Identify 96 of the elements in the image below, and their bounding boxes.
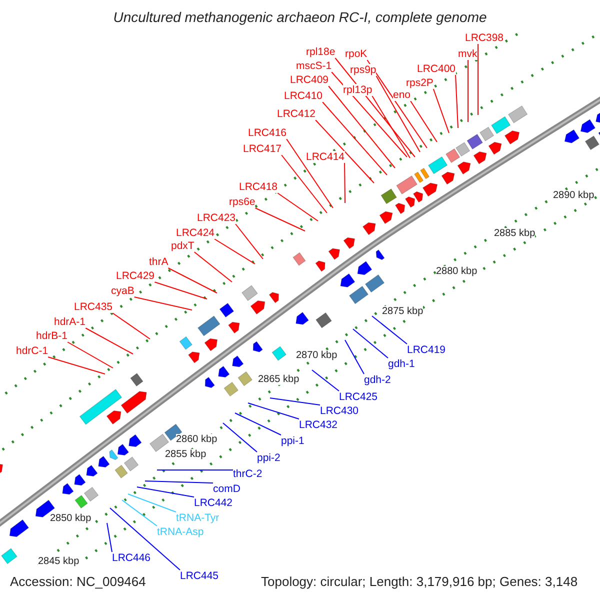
gene-label: rpoK [345, 48, 368, 60]
leader-line [352, 328, 388, 358]
gene-label: LRC398 [465, 32, 504, 44]
leader-line [334, 58, 416, 158]
gene-label: cyaB [111, 285, 134, 297]
gene-label: LRC445 [180, 570, 219, 582]
gene-label: LRC400 [417, 63, 456, 75]
leader-line [168, 268, 218, 294]
leader-line [281, 154, 328, 214]
leader-line [144, 480, 214, 484]
gene-label: hdrC-1 [16, 345, 48, 357]
leader-line [286, 138, 334, 208]
leader-line [277, 192, 318, 222]
gene-label: hdrB-1 [36, 330, 68, 342]
leader-line [134, 296, 192, 310]
gene-label: ppi-2 [257, 452, 280, 464]
scale-label: 2875 kbp [382, 306, 424, 317]
gene-label: LRC424 [176, 227, 215, 239]
scale-label: 2880 kbp [436, 266, 478, 277]
gene-label: rps6e [229, 196, 256, 208]
gene-label: thrC-2 [233, 468, 262, 480]
gene-label: ppi-1 [281, 435, 304, 447]
gene-label: rpl13p [343, 84, 372, 96]
gene-label: LRC419 [407, 344, 446, 356]
leader-line [48, 356, 106, 374]
leader-line [315, 120, 374, 184]
genome-stats-text: Topology: circular; Length: 3,179,916 bp; Genes: 3,148 [261, 574, 578, 590]
leader-line [270, 398, 320, 406]
leader-line [154, 282, 208, 300]
gene-label: rps9p [350, 64, 376, 76]
leader-line [128, 494, 176, 512]
leader-line [410, 100, 438, 142]
scale-label: 2885 kbp [494, 228, 536, 239]
gene-label: LRC410 [284, 90, 323, 102]
gene-label: mscS-1 [296, 60, 332, 72]
gene-label: mvk [458, 48, 478, 60]
gene-label: LRC414 [306, 151, 345, 163]
leader-line [322, 102, 388, 176]
gene-label: LRC432 [299, 419, 338, 431]
leader-line [85, 328, 134, 354]
gene-label: LRC430 [320, 405, 359, 417]
map-title: Uncultured methanogenic archaeon RC-I, complete genome [112, 9, 488, 25]
leader-line [366, 60, 428, 148]
leader-line [344, 162, 346, 204]
leader-line [222, 422, 258, 452]
scale-label: 2890 kbp [553, 190, 594, 201]
gene-label: gdh-1 [388, 358, 415, 370]
leader-line [455, 74, 458, 128]
leader-line [110, 508, 180, 570]
accession-text: Accession: NC_009464 [10, 574, 146, 590]
leader-line [372, 316, 408, 344]
leader-line [432, 88, 450, 134]
leader-line [254, 208, 306, 232]
leader-line [122, 500, 158, 526]
gene-label: thrA [149, 256, 168, 268]
leader-line [235, 224, 264, 260]
leader-line [234, 412, 282, 436]
gene-label: rpl18e [306, 46, 336, 58]
gene-label: LRC417 [243, 143, 282, 155]
leader-line [248, 402, 300, 420]
gene-label: tRNA-Tyr [176, 512, 220, 524]
scale-label: 2855 kbp [165, 449, 206, 460]
scale-label: 2860 kbp [176, 434, 218, 445]
leader-line [372, 96, 410, 158]
gene-label: hdrA-1 [54, 316, 86, 328]
gene-label: rps2P [406, 77, 434, 89]
gene-label: LRC429 [116, 270, 155, 282]
gene-label: LRC416 [248, 127, 287, 139]
leader-line [214, 238, 256, 264]
leader-line [331, 72, 408, 158]
gene-label: LRC446 [112, 552, 151, 564]
leader-line [112, 312, 150, 340]
scale-label: 2845 kbp [38, 556, 80, 567]
gene-label: LRC442 [194, 497, 233, 509]
leader-line [194, 252, 232, 282]
gene-label: gdh-2 [364, 374, 391, 386]
scale-label: 2865 kbp [258, 374, 300, 385]
gene-label: eno [393, 89, 411, 101]
leader-line [328, 86, 396, 168]
gene-label: tRNA-Asp [157, 526, 204, 538]
gene-label: LRC435 [74, 301, 113, 313]
gene-label: LRC423 [197, 212, 236, 224]
scale-label: 2850 kbp [50, 513, 92, 524]
gene-label: LRC409 [290, 74, 329, 86]
gene-label: pdxT [171, 240, 194, 252]
leader-line [67, 342, 114, 368]
leader-line [136, 486, 194, 498]
gene-label: LRC418 [239, 181, 278, 193]
leader-line [312, 370, 340, 392]
leader-line [106, 522, 112, 552]
gene-label: LRC412 [277, 108, 316, 120]
gene-label: LRC425 [339, 391, 378, 403]
scale-label: 2870 kbp [296, 350, 338, 361]
leader-line [376, 76, 420, 152]
gene-label: comD [213, 483, 240, 495]
leader-line [344, 340, 364, 374]
